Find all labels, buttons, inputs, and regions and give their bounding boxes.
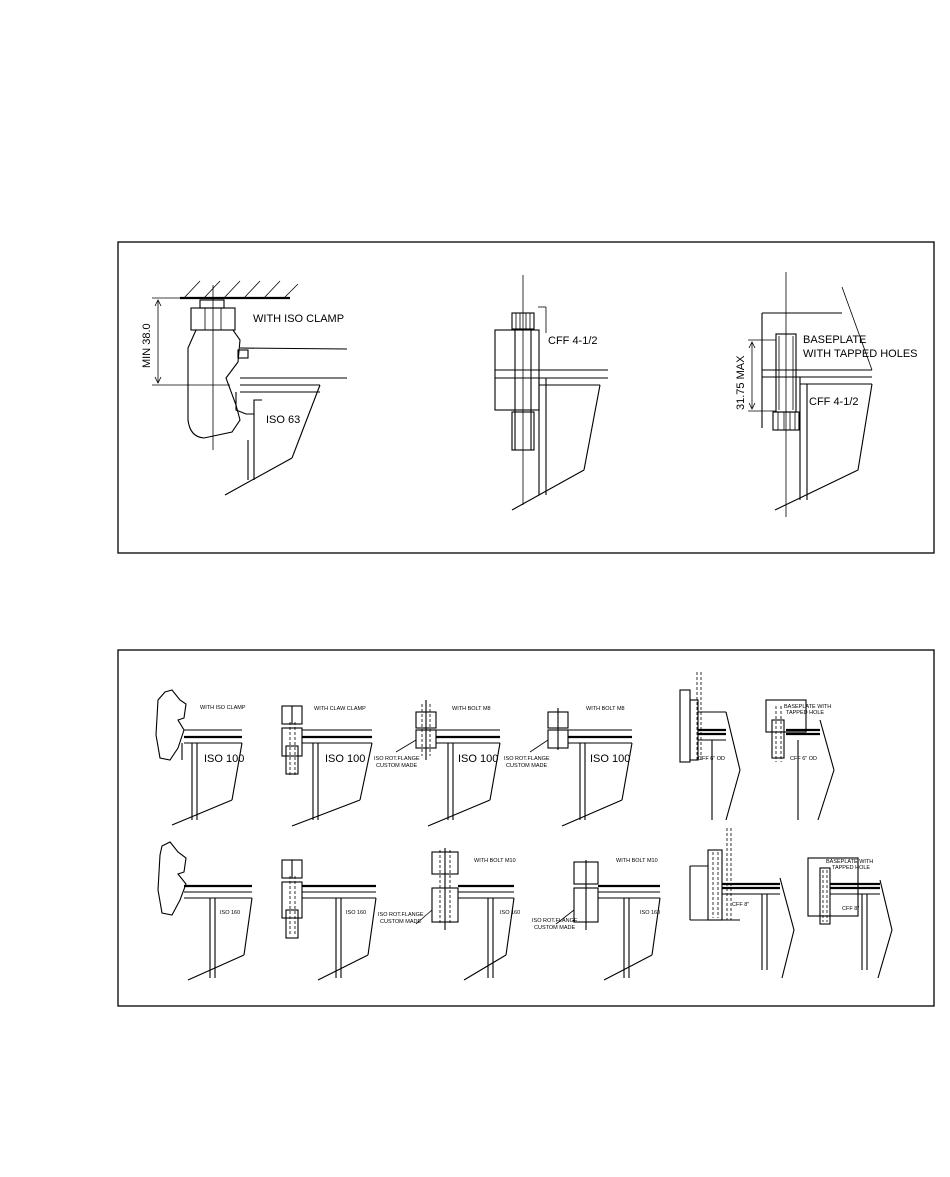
cff-bolt-detail	[494, 275, 608, 511]
r1-iso-clamp-label: WITH ISO CLAMP	[200, 705, 246, 711]
r1-cff-6-od-label: CFF 6" OD	[790, 756, 817, 762]
r1-iso-100-d: ISO 100	[590, 753, 630, 765]
r1-bolt-m8-detail-a	[395, 700, 501, 827]
r1-rot-flange-a-2: CUSTOM MADE	[376, 763, 417, 769]
r1-bolt-m8-label-b: WITH BOLT M8	[586, 706, 625, 712]
r1-iso-100-c: ISO 100	[458, 753, 498, 765]
iso-63-label: ISO 63	[266, 414, 300, 426]
r2-rot-flange-a-1: ISO ROT.FLANGE	[378, 912, 424, 918]
r2-bolt-m10-detail-b	[555, 860, 661, 981]
r2-iso-160-a: ISO 160	[220, 910, 240, 916]
r2-rot-flange-b-1: ISO ROT.FLANGE	[532, 918, 578, 924]
r1-baseplate-detail	[765, 699, 835, 821]
r2-bolt-m10-label-b: WITH BOLT M10	[616, 858, 658, 864]
r1-bolt-m8-detail-b	[529, 708, 633, 827]
cff-tapped-label: CFF 4-1/2	[809, 396, 859, 408]
max-31-75-dimension: 31.75 MAX	[735, 355, 747, 410]
iso-clamp-label: WITH ISO CLAMP	[253, 313, 344, 325]
r2-iso-160-c: ISO 160	[500, 910, 520, 916]
r1-rot-flange-b-1: ISO ROT.FLANGE	[504, 756, 550, 762]
r2-iso-160-b: ISO 160	[346, 910, 366, 916]
baseplate-label-2: WITH TAPPED HOLES	[803, 348, 918, 360]
r2-rot-flange-b-2: CUSTOM MADE	[534, 925, 575, 931]
min-38-dimension: MIN 38.0	[141, 323, 153, 368]
cff-bolt-label: CFF 4-1/2	[548, 335, 598, 347]
r2-rot-flange-a-2: CUSTOM MADE	[380, 919, 421, 925]
bottom-panel-frame	[117, 649, 935, 1007]
r1-cff-6-detail	[679, 672, 741, 821]
r1-bolt-m8-label-a: WITH BOLT M8	[452, 706, 491, 712]
r2-iso-160-d: ISO 160	[640, 910, 660, 916]
r2-cff-8-baseplate-label: CFF 8"	[842, 906, 859, 912]
r1-claw-clamp-detail	[281, 705, 373, 827]
r2-iso-clamp-detail	[157, 841, 253, 981]
r2-cff-8-label: CFF 8"	[732, 902, 749, 908]
r2-claw-clamp-detail	[281, 859, 377, 981]
r2-bolt-m10-label-a: WITH BOLT M10	[474, 858, 516, 864]
top-panel-frame	[117, 241, 935, 554]
r1-iso-100-b: ISO 100	[325, 753, 365, 765]
r1-claw-clamp-label: WITH CLAW CLAMP	[314, 706, 366, 712]
r1-baseplate-label-1: BASEPLATE WITH	[784, 704, 831, 710]
r2-bolt-m10-detail-a	[415, 848, 515, 981]
r2-baseplate-label-2: TAPPED HOLE	[832, 865, 870, 871]
r1-rot-flange-a-1: ISO ROT.FLANGE	[374, 756, 420, 762]
r1-iso-clamp-detail	[155, 689, 243, 826]
r2-baseplate-label-1: BASEPLATE WITH	[826, 859, 873, 865]
r1-cff-6-label: CFF 6" OD	[698, 756, 725, 762]
iso-clamp-detail	[152, 280, 348, 496]
r1-baseplate-label-2: TAPPED HOLE	[786, 710, 824, 716]
r1-rot-flange-b-2: CUSTOM MADE	[506, 763, 547, 769]
r1-iso-100-a: ISO 100	[204, 753, 244, 765]
r2-cff-8-detail	[689, 828, 795, 979]
baseplate-tapped-detail	[748, 272, 873, 517]
r2-baseplate-detail	[807, 857, 893, 979]
baseplate-label-1: BASEPLATE	[803, 334, 866, 346]
